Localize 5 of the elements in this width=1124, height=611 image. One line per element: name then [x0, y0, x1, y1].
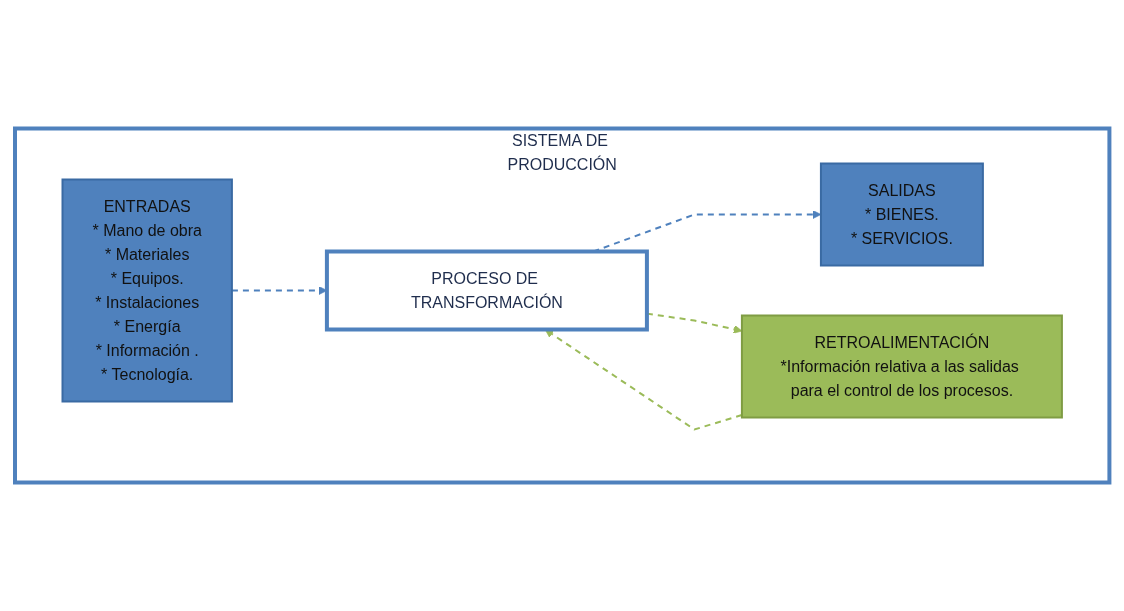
node-box: RETROALIMENTACIÓN *Información relativa a las salidas para el control de los procesos.: [740, 314, 1063, 419]
node-box: ENTRADAS * Mano de obra * Materiales * Equipos. * Instalaciones * Energía * Información . * Tecnología.: [61, 178, 233, 403]
node-box: PROCESO DE TRANSFORMACIÓN: [324, 249, 649, 332]
arrow: [544, 329, 743, 431]
node-box: SALIDAS * BIENES. * SERVICIOS.: [819, 162, 984, 267]
